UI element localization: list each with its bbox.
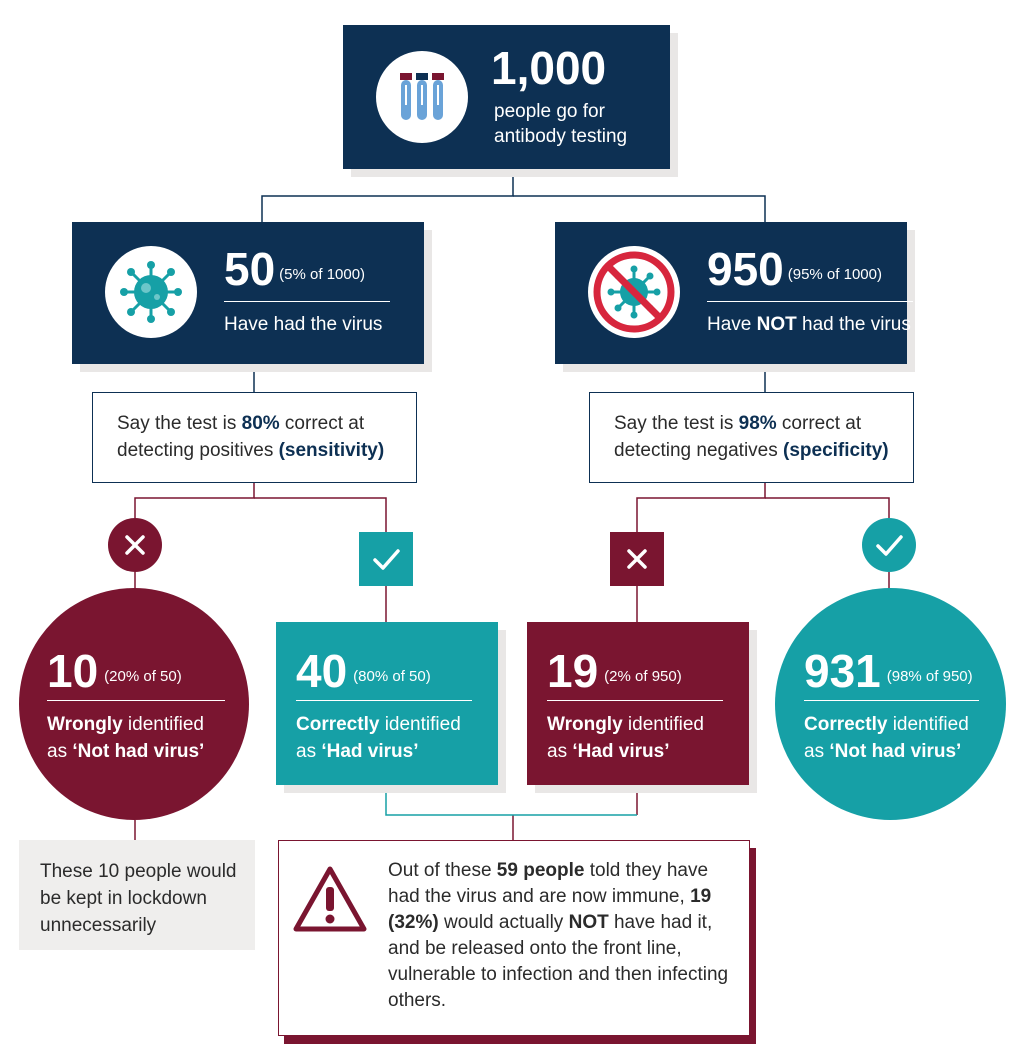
had-virus-pct: (5% of 1000) bbox=[279, 266, 366, 283]
not-had-virus-label: Have NOT had the virus bbox=[707, 314, 911, 336]
outcome-label: Correctly identified as ‘Had virus’ bbox=[296, 711, 461, 765]
warning-text-part: told they have had the virus and are now… bbox=[388, 860, 709, 907]
not-had-virus-pct: (95% of 1000) bbox=[787, 266, 882, 283]
note-text: Say the test is bbox=[117, 413, 242, 434]
false-negative-outcome: 10 (20% of 50) Wrongly identified as ‘Not … bbox=[19, 588, 249, 820]
outcome-label: Wrongly identified as ‘Not had virus’ bbox=[47, 711, 204, 765]
warning-text-part: Out of these bbox=[388, 860, 497, 881]
outcome-status: ‘Had virus’ bbox=[572, 741, 670, 762]
label-emphasis: NOT bbox=[756, 314, 797, 335]
note-text: Say the test is bbox=[614, 413, 739, 434]
had-virus-box: 50(5% of 1000) Have had the virus bbox=[72, 222, 424, 364]
total-caption: people go for antibody testing bbox=[494, 101, 628, 147]
specificity-term: (specificity) bbox=[783, 440, 889, 461]
warning-emphasis: 19 (32%) bbox=[388, 886, 712, 933]
outcome-status: ‘Not had virus’ bbox=[829, 741, 962, 762]
true-negative-outcome: 931 (98% of 950) Correctly identified as ‘… bbox=[775, 588, 1006, 820]
outcome-label: Wrongly identified as ‘Had virus’ bbox=[547, 711, 704, 765]
sensitivity-pct: 80% bbox=[241, 413, 280, 434]
total-count: 1,000 bbox=[491, 42, 607, 94]
warning-text-part: have had it, and be released onto the fr… bbox=[388, 912, 729, 1011]
label-text: Have bbox=[707, 314, 757, 335]
had-virus-number: 50 bbox=[224, 243, 276, 295]
warning-box: Out of these 59 people told they have ha… bbox=[278, 840, 750, 1036]
divider bbox=[547, 700, 723, 701]
sensitivity-note: Say the test is 80% correct at detecting… bbox=[92, 392, 417, 483]
outcome-pct: (98% of 950) bbox=[886, 668, 973, 685]
divider bbox=[224, 301, 390, 302]
no-virus-icon bbox=[588, 246, 680, 338]
outcome-number: 931 bbox=[804, 645, 881, 697]
outcome-verdict: Correctly bbox=[804, 714, 888, 735]
virus-icon bbox=[105, 246, 197, 338]
outcome-verdict: Wrongly bbox=[47, 714, 123, 735]
outcome-text: identified bbox=[379, 714, 461, 735]
had-virus-count: 50(5% of 1000) bbox=[224, 246, 365, 292]
test-tubes-icon bbox=[376, 51, 468, 143]
divider bbox=[296, 700, 472, 701]
note-text: correct at detecting positives bbox=[117, 413, 365, 461]
true-positive-outcome: 40 (80% of 50) Correctly identified as ‘Ha… bbox=[276, 622, 498, 785]
cross-icon bbox=[610, 532, 664, 586]
not-had-virus-box: 950(95% of 1000) Have NOT had the virus bbox=[555, 222, 913, 364]
outcome-count: 931 (98% of 950) bbox=[804, 648, 973, 694]
check-icon bbox=[359, 532, 413, 586]
false-positive-outcome: 19 (2% of 950) Wrongly identified as ‘Had … bbox=[527, 622, 749, 785]
outcome-text: as bbox=[804, 741, 830, 762]
specificity-pct: 98% bbox=[738, 413, 777, 434]
outcome-label: Correctly identified as ‘Not had virus’ bbox=[804, 711, 969, 765]
outcome-count: 19 (2% of 950) bbox=[547, 648, 682, 694]
not-had-virus-number: 950 bbox=[707, 243, 784, 295]
not-had-virus-count: 950(95% of 1000) bbox=[707, 246, 882, 292]
outcome-number: 10 bbox=[47, 645, 99, 697]
top-box: 1,000 people go for antibody testing bbox=[343, 25, 670, 169]
check-icon bbox=[862, 518, 916, 572]
outcome-count: 10 (20% of 50) bbox=[47, 648, 182, 694]
outcome-pct: (2% of 950) bbox=[604, 668, 682, 685]
outcome-pct: (20% of 50) bbox=[104, 668, 182, 685]
outcome-text: as bbox=[547, 741, 573, 762]
label-text: had the virus bbox=[796, 314, 911, 335]
outcome-verdict: Wrongly bbox=[547, 714, 623, 735]
divider bbox=[707, 301, 913, 302]
outcome-number: 40 bbox=[296, 645, 348, 697]
outcome-text: identified bbox=[887, 714, 969, 735]
lockdown-text: These 10 people would be kept in lockdow… bbox=[40, 861, 237, 936]
warning-text: Out of these 59 people told they have ha… bbox=[388, 858, 738, 1014]
note-text: correct at detecting negatives bbox=[614, 413, 862, 461]
warning-text-part: would actually bbox=[438, 912, 569, 933]
outcome-count: 40 (80% of 50) bbox=[296, 648, 431, 694]
warning-emphasis: 59 people bbox=[496, 860, 585, 881]
outcome-number: 19 bbox=[547, 645, 599, 697]
cross-icon bbox=[108, 518, 162, 572]
outcome-verdict: Correctly bbox=[296, 714, 380, 735]
outcome-text: as bbox=[296, 741, 322, 762]
outcome-status: ‘Had virus’ bbox=[321, 741, 419, 762]
specificity-note: Say the test is 98% correct at detecting… bbox=[589, 392, 914, 483]
divider bbox=[47, 700, 225, 701]
warning-emphasis: NOT bbox=[568, 912, 609, 933]
warning-triangle-icon bbox=[293, 865, 367, 933]
divider bbox=[804, 700, 979, 701]
outcome-pct: (80% of 50) bbox=[353, 668, 431, 685]
lockdown-note: These 10 people would be kept in lockdow… bbox=[19, 840, 255, 950]
outcome-status: ‘Not had virus’ bbox=[72, 741, 205, 762]
outcome-text: identified bbox=[122, 714, 204, 735]
sensitivity-term: (sensitivity) bbox=[278, 440, 385, 461]
had-virus-label: Have had the virus bbox=[224, 314, 383, 335]
outcome-text: identified bbox=[622, 714, 704, 735]
outcome-text: as bbox=[47, 741, 73, 762]
